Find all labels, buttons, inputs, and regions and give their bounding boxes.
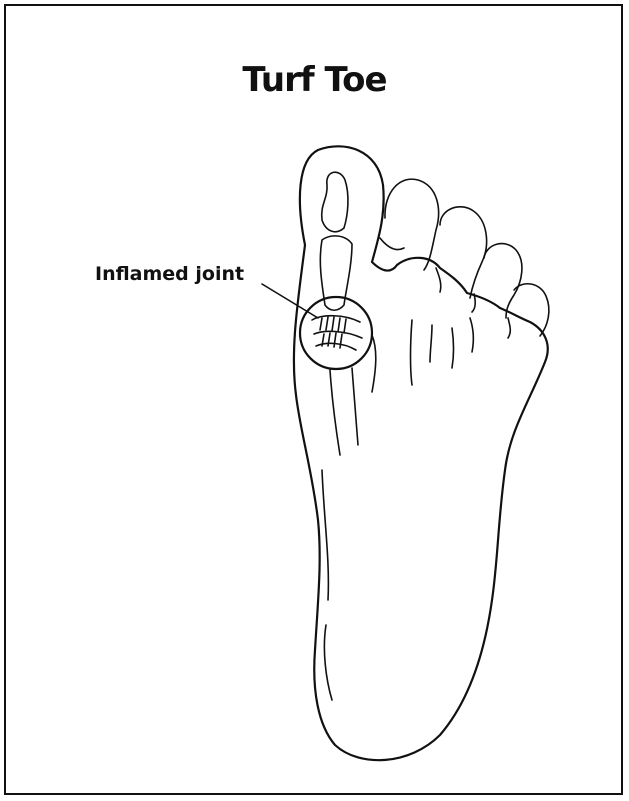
heel-crease: [324, 625, 332, 700]
metatarsal-line: [352, 368, 358, 445]
big-toe-distal-bone: [322, 172, 348, 232]
metatarsal-line: [411, 320, 413, 385]
joint-detail: [320, 317, 346, 333]
metatarsal-line: [452, 328, 454, 368]
fourth-toe: [484, 244, 522, 318]
metatarsal-line: [470, 318, 473, 352]
metatarsal-line: [372, 335, 376, 392]
leader-line: [262, 284, 318, 318]
toe-gap-mark: [436, 268, 441, 292]
second-toe: [385, 179, 439, 270]
metatarsal-line: [430, 325, 432, 362]
arch-line: [322, 470, 328, 600]
second-toe-crease: [380, 238, 404, 250]
toe-gap-mark: [508, 318, 510, 338]
toe-gap-mark: [472, 294, 475, 312]
foot-outline: [294, 146, 548, 760]
metatarsal-line: [330, 370, 340, 455]
joint-detail: [322, 333, 342, 348]
fifth-toe: [514, 284, 549, 336]
third-toe: [440, 207, 487, 298]
joint-detail: [312, 316, 360, 322]
